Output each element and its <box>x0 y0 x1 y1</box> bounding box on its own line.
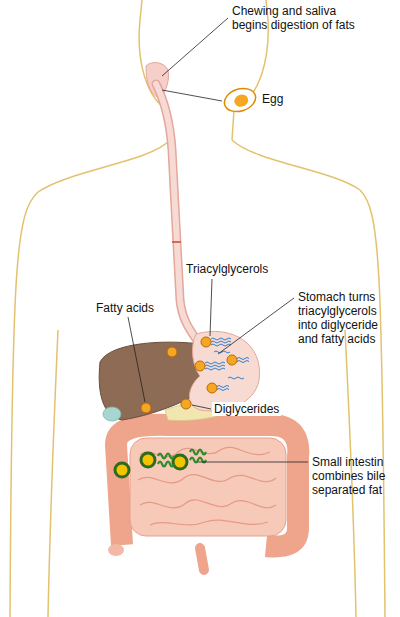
intestine-coils <box>138 447 276 525</box>
label-text: Fatty acids <box>96 301 154 315</box>
label-text: Triacylglycerols <box>186 262 268 276</box>
leader-line <box>128 317 145 402</box>
triacylglycerol-symbols <box>195 337 231 371</box>
label-text: Diglycerides <box>212 402 281 416</box>
diglyceride-symbols <box>181 355 249 409</box>
label-text: Chewing and saliva begins digestion of f… <box>232 4 364 32</box>
egg-picture <box>221 85 258 116</box>
sphincter-mark <box>172 241 181 243</box>
rectum <box>200 548 204 570</box>
gallbladder <box>103 407 121 421</box>
leader-line <box>192 405 211 409</box>
leader-line <box>210 279 212 336</box>
emulsified-fat-symbols <box>115 450 206 478</box>
leader-line <box>218 298 294 354</box>
label-text: Egg <box>262 92 283 106</box>
label-text: Small intestin combines bile separated f… <box>312 455 397 497</box>
appendix <box>108 544 124 556</box>
esophagus-wall <box>156 84 198 342</box>
leader-line <box>162 90 222 101</box>
label-text: Stomach turns triacylglycerols into digl… <box>298 290 394 346</box>
leader-lines <box>128 18 308 462</box>
large-intestine <box>116 425 298 547</box>
esophagus <box>156 84 198 342</box>
leader-line <box>162 18 228 76</box>
small-intestine <box>130 438 286 536</box>
stomach <box>189 331 259 410</box>
leader-line <box>198 462 308 463</box>
left-inner-arm <box>48 330 58 617</box>
